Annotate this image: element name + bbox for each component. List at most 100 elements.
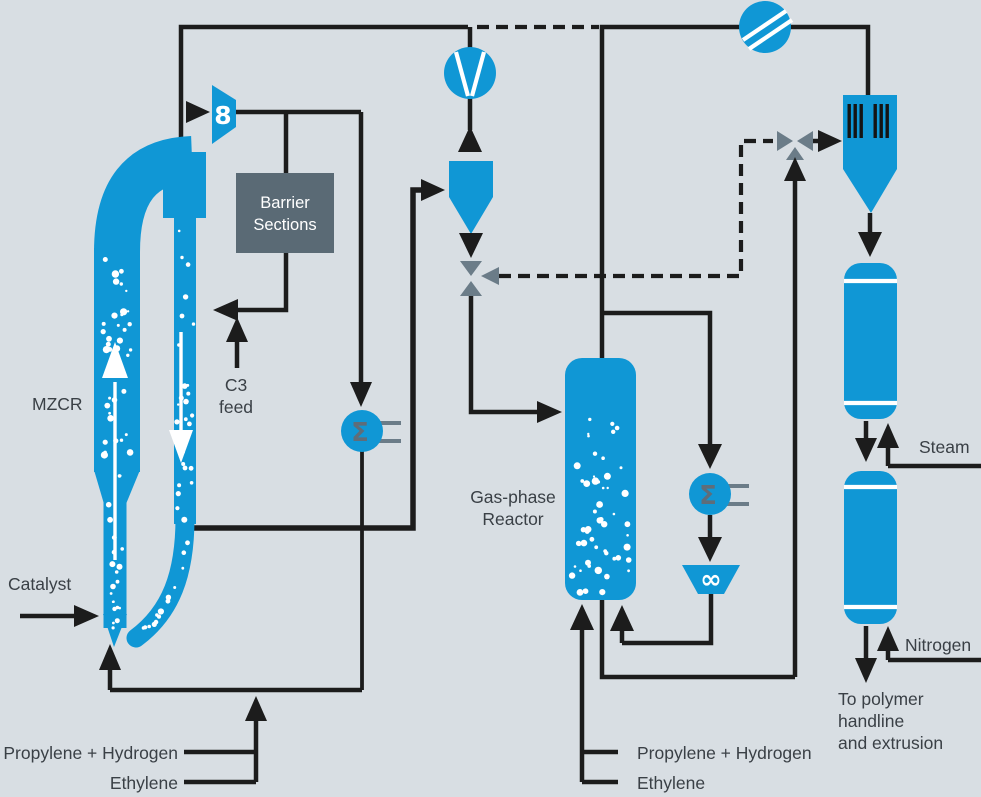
filter-bars-icon [847,104,889,138]
cooler-glyph: Σ [699,481,717,511]
steam-label: Steam [919,437,970,457]
valve2-right-triangle-icon [797,131,813,151]
arrow-down-to-gas-cooler [698,444,722,469]
arrow-nitrogen-up [877,626,899,651]
arrow-into-filter [818,130,842,152]
right-feed-ethylene-label: Ethylene [637,773,705,793]
separator-glyph: 8 [214,101,231,130]
catalyst-label: Catalyst [8,574,71,594]
mixer-glyph: ∞ [700,565,722,595]
letdown-valve-1 [460,261,499,296]
gas-phase-label-1: Gas-phase [470,487,556,507]
to-polymer-label-2: handline [838,711,904,731]
cooler-icon [341,410,383,452]
compressor-blade [747,18,794,51]
mzcr-overhead-line [178,24,468,156]
mixer-funnel-icon [682,565,740,594]
mzcr-cooler: Σ [341,410,401,452]
c3-feed-label-2: feed [219,397,253,417]
arrow-down-to-mixer [698,537,722,562]
cyclone-separator [449,161,493,234]
flow-arrowheads [74,101,899,721]
arrow-up-to-valve2 [784,157,806,181]
gas-recycle-cooler: Σ [689,473,749,515]
mzcr-bottom-bend [126,508,195,648]
recycle-gas-compressor [444,47,496,99]
steamer-vessel [844,263,897,419]
riser-up-arrow-icon [102,342,128,378]
compressor-blade [741,9,788,42]
valve1-top-triangle-icon [460,261,482,276]
barrier-sections-box [236,173,334,253]
cyclone-icon [449,161,493,234]
arrow-up-to-compressor [458,126,482,152]
valve2-left-triangle-icon [777,131,793,151]
cooler-icon [689,473,731,515]
arrow-vessel1-to-vessel2 [855,438,877,462]
gas-phase-reactor [565,358,636,600]
valve2-bottom-triangle-icon [786,147,804,160]
left-monomer-feed-lines [184,718,259,785]
separator-horn-icon [212,85,236,144]
letdown-valve-2 [777,131,813,160]
dryer-vessel [844,471,897,624]
downcomer-down-arrow-icon [169,430,193,463]
mixer-return-line [619,594,714,646]
reactor-discharge-line [599,180,798,680]
barrier-label-2: Sections [253,216,316,234]
valve1-control-arrow-icon [481,267,499,285]
gas-phase-label-2: Reactor [482,509,543,529]
reactor-overhead-line [599,24,871,358]
arrow-left-feed-join [245,696,267,721]
arrow-catalyst [74,605,99,627]
arrow-down-to-valve1 [459,233,483,258]
arrow-recycle-into-reactor [610,605,634,631]
process-lines [20,24,981,785]
vessel-body [844,263,897,419]
arrow-c3-feed [226,317,248,342]
main-recycle-compressor [739,1,794,53]
vessel1-vessel2-lines [863,421,891,466]
arrow-into-cyclone [421,179,445,201]
loop-gas-separator: 8 [212,85,236,144]
valve-to-reactor-line [468,296,540,415]
barrier-sections: Barrier Sections [236,173,334,253]
control-dashed-line [499,138,773,279]
compressor-blade [469,51,487,97]
mzcr-bottom-nozzle [103,614,127,647]
arrow-to-extrusion [855,658,877,683]
barrier-return-line [224,250,289,313]
mzcr-loop-reactor [94,136,206,648]
compressor-icon [444,47,496,99]
mzcr-riser-taper [94,470,140,504]
mzcr-to-cyclone-line [194,187,424,531]
arrow-into-separator [186,101,210,123]
cooler-glyph: Σ [351,418,369,448]
mzcr-label: MZCR [32,394,83,414]
to-polymer-label-3: and extrusion [838,733,943,753]
arrow-into-reactor [537,401,562,423]
arrow-feed-into-reactor [570,604,594,630]
mzcr-top-section [163,152,206,218]
nitrogen-label: Nitrogen [905,635,971,655]
gas-recycle-line [602,310,713,445]
arrow-filter-to-vessel1 [858,232,882,257]
left-feed-propylene-label: Propylene + Hydrogen [3,743,178,763]
product-filter [843,95,897,213]
arrow-steam-up [877,423,899,448]
gas-mixer: ∞ [682,565,740,595]
valve1-bottom-triangle-icon [460,281,482,296]
compressor-blade [453,51,471,97]
reactor-bubbles [568,417,632,596]
vessel-body [844,471,897,624]
arrow-into-mzcr-bottom [99,644,121,670]
arrow-barrier-into-downcomer [213,299,238,321]
arrow-down-to-mzcr-cooler [350,382,372,407]
right-monomer-feed-lines [579,629,618,785]
left-feed-ethylene-label: Ethylene [110,773,178,793]
diagram-labels: MZCR Catalyst C3 feed Gas-phase Reactor … [3,375,971,793]
filter-cone [843,169,897,213]
c3-feed-label-1: C3 [225,375,247,395]
